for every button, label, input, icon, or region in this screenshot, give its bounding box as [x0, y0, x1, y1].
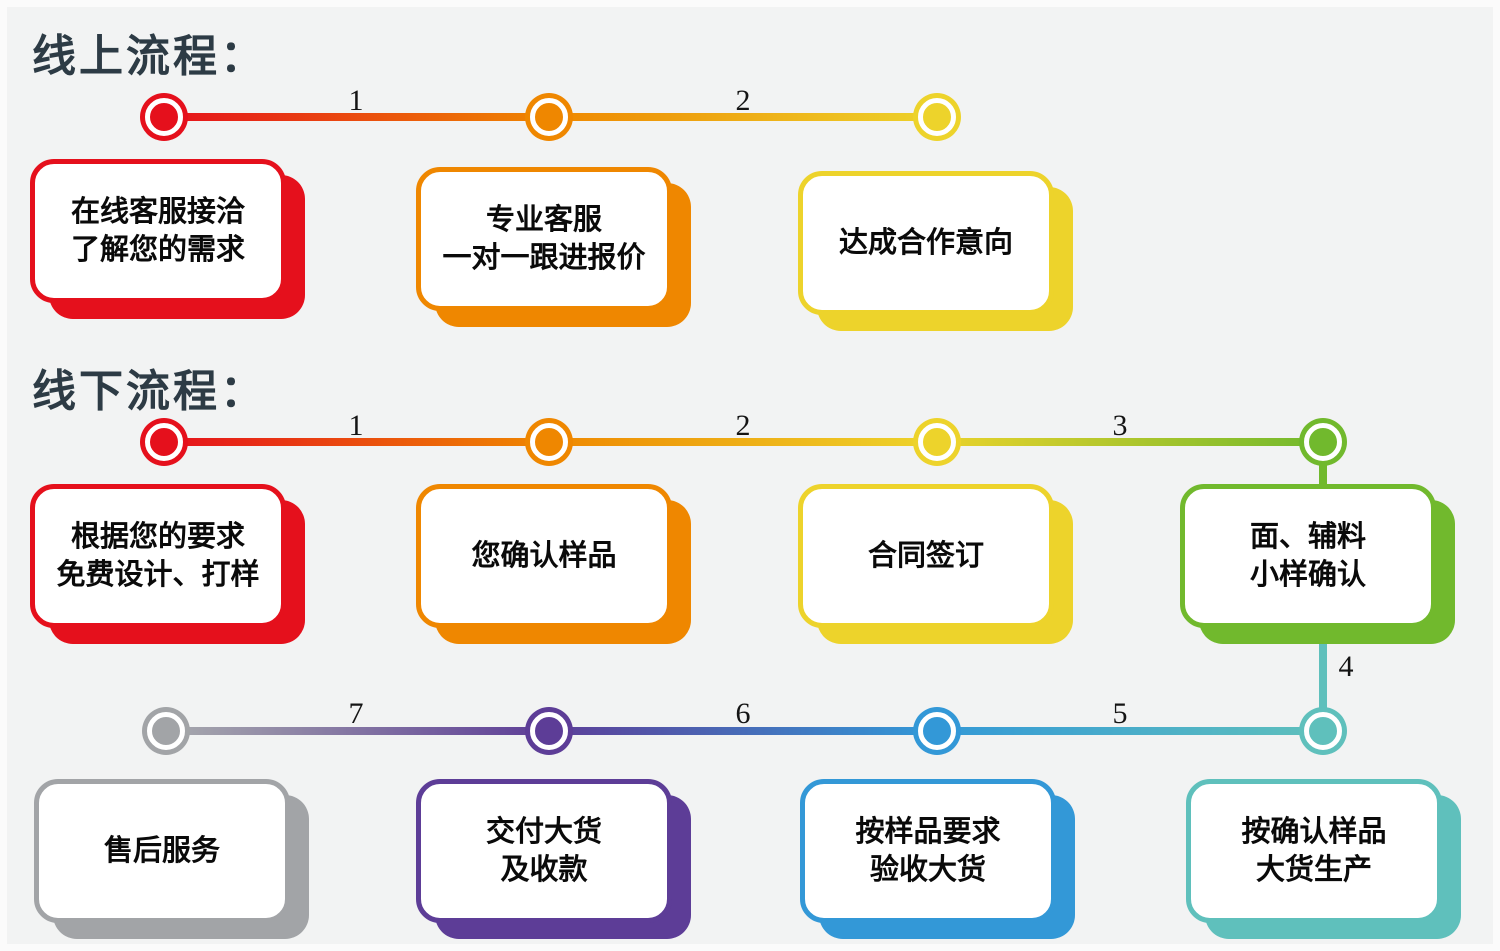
offline-node-6 [918, 712, 956, 750]
online-section-title: 线上流程： [32, 32, 267, 81]
online-step-1-box: 在线客服接洽 了解您的需求 [30, 159, 286, 303]
offline-step-2-box: 您确认样品 [416, 484, 672, 628]
offline-section-title: 线下流程： [32, 367, 267, 416]
offline-step-4-box: 面、辅料 小样确认 [1180, 484, 1436, 628]
online-segment-1-number: 1 [348, 84, 364, 117]
offline-segment-7-number: 7 [348, 697, 364, 730]
online-node-1 [145, 98, 183, 136]
offline-step-7-box: 交付大货 及收款 [416, 779, 672, 923]
offline-node-8 [147, 712, 185, 750]
offline-step-5-box: 按确认样品 大货生产 [1186, 779, 1442, 923]
offline-step-1-box: 根据您的要求 免费设计、打样 [30, 484, 286, 628]
offline-segment-4-connector [1319, 628, 1327, 716]
offline-node-4-stub-connector [1319, 462, 1327, 488]
offline-step-3-box: 合同签订 [798, 484, 1054, 628]
offline-step-8-box: 售后服务 [34, 779, 290, 923]
offline-node-7 [530, 712, 568, 750]
online-segment-2-number: 2 [735, 84, 751, 117]
offline-segment-5-number: 5 [1112, 697, 1128, 730]
online-step-3-box: 达成合作意向 [798, 171, 1054, 315]
offline-node-3 [918, 423, 956, 461]
offline-segment-6-number: 6 [735, 697, 751, 730]
offline-step-6-box: 按样品要求 验收大货 [800, 779, 1056, 923]
online-node-3 [918, 98, 956, 136]
offline-top-timeline-line [164, 438, 1323, 446]
offline-segment-4-number: 4 [1338, 650, 1354, 683]
offline-segment-1-number: 1 [348, 409, 364, 442]
offline-node-4 [1304, 423, 1342, 461]
online-node-2 [530, 98, 568, 136]
offline-node-1 [145, 423, 183, 461]
online-step-2-box: 专业客服 一对一跟进报价 [416, 167, 672, 311]
offline-segment-2-number: 2 [735, 409, 751, 442]
offline-segment-3-number: 3 [1112, 409, 1128, 442]
offline-bottom-timeline-line [166, 727, 1323, 735]
offline-node-2 [530, 423, 568, 461]
offline-node-5 [1304, 712, 1342, 750]
